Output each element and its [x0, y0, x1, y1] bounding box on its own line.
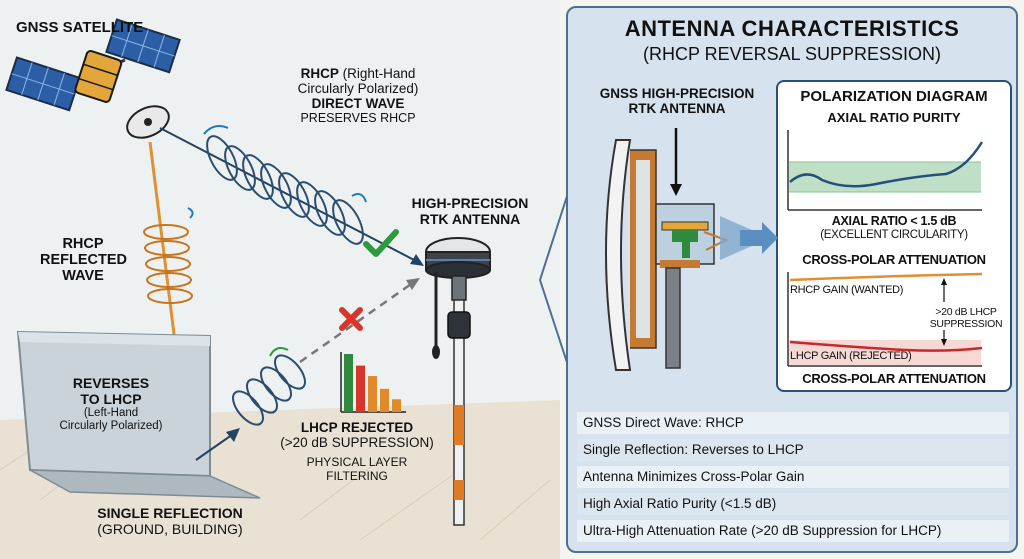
rhcp-gain-curve: [789, 272, 983, 282]
antenna-line-2: RTK ANTENNA: [419, 210, 521, 227]
inset-arrow: [740, 222, 778, 254]
lhcp-rejected-label: LHCP REJECTED (>20 dB SUPPRESSION) PHYSI…: [272, 420, 442, 483]
axial-title: AXIAL RATIO PURITY: [827, 110, 961, 125]
single-reflection-title: SINGLE REFLECTION: [97, 505, 243, 521]
lhcp-rejected-sub: (>20 dB SUPPRESSION): [280, 435, 434, 451]
rhcp-label: RHCP: [300, 66, 339, 81]
summary-row: Ultra-High Attenuation Rate (>20 dB Supp…: [577, 520, 1009, 542]
lhcp-rejected-title: LHCP REJECTED: [300, 420, 414, 435]
rhcp-direct-spiral: [203, 125, 367, 245]
reflector-surface: [16, 330, 261, 499]
satellite-label: GNSS SATELLITE: [16, 19, 144, 36]
antenna-label: HIGH-PRECISION RTK ANTENNA: [400, 195, 540, 227]
axial-ratio-plot: [787, 130, 984, 211]
summary-row-value: (>20 dB Suppression for LHCP): [747, 523, 942, 538]
suppression-bar: [344, 354, 353, 412]
panel-subtitle: (RHCP REVERSAL SUPPRESSION): [642, 44, 942, 64]
suppression-line-1: >20 dB LHCP: [935, 306, 997, 318]
rhcp-full-1: (Right-Hand: [342, 66, 416, 81]
cross-polar-title: CROSS-POLAR ATTENUATION: [802, 252, 986, 267]
axial-value: AXIAL RATIO < 1.5 dB: [831, 214, 957, 228]
cross-polar-footer: CROSS-POLAR ATTENUATION: [802, 371, 986, 386]
single-reflection-label: SINGLE REFLECTION (GROUND, BUILDING): [70, 505, 270, 537]
summary-row-key: GNSS Direct Wave: [583, 415, 699, 430]
panel-antenna-line-1: GNSS HIGH-PRECISION: [599, 86, 755, 101]
cross-icon: [339, 307, 363, 331]
suppression-bar: [380, 388, 389, 412]
cross-polar-plot: [787, 272, 983, 367]
suppression-bars: [340, 352, 406, 413]
rhcp-gain-label: RHCP GAIN (WANTED): [790, 284, 904, 296]
rtk-antenna-icon: [425, 237, 491, 526]
scene-illustration: [0, 18, 560, 559]
suppression-bar: [368, 376, 377, 412]
reflected-wave-label: RHCP REFLECTED WAVE: [40, 236, 127, 285]
reverses-line-4: Circularly Polarized): [59, 420, 163, 433]
summary-row-key: Single Reflection: [583, 442, 685, 457]
zoom-pointer: [538, 161, 579, 397]
direct-wave-path: [159, 127, 419, 263]
summary-row-value: : Reverses to LHCP: [684, 442, 804, 457]
summary-row-key: Ultra-High Attenuation Rate: [583, 523, 748, 538]
axial-note: (EXCELLENT CIRCULARITY): [820, 229, 968, 241]
reverses-label: REVERSES TO LHCP (Left-Hand Circularly P…: [46, 375, 176, 433]
panel-antenna-label: GNSS HIGH-PRECISION RTK ANTENNA: [592, 86, 762, 116]
lhcp-gain-curve: [789, 340, 983, 352]
summary-row-value: : RHCP: [698, 415, 744, 430]
direct-wave-label: RHCP (Right-Hand Circularly Polarized) D…: [258, 66, 458, 125]
summary-row: Single Reflection: Reverses to LHCP: [577, 439, 1009, 461]
summary-row-key: Antenna Minimizes Cross-Polar Gain: [583, 469, 805, 484]
reflected-line-1: RHCP: [62, 236, 104, 252]
rhcp-reflected-spiral: [143, 207, 194, 304]
filter-line-2: FILTERING: [326, 468, 388, 483]
suppression-bar: [392, 399, 401, 412]
reflected-line-3: WAVE: [62, 268, 104, 285]
satellite-icon: [5, 18, 181, 139]
rhcp-full-2: Circularly Polarized): [297, 81, 419, 97]
antenna-line-1: HIGH-PRECISION: [411, 195, 529, 211]
scene: GNSS SATELLITE RHCP (Right-Hand Circular…: [0, 18, 560, 559]
summary-row-value: (<1.5 dB): [716, 496, 777, 511]
direct-wave-title: DIRECT WAVE: [311, 96, 405, 112]
check-icon: [363, 229, 399, 257]
direct-wave-note: PRESERVES RHCP: [300, 111, 416, 126]
lhcp-spiral: [232, 347, 306, 426]
reverses-line-1: REVERSES: [72, 375, 150, 391]
antenna-cross-section: [605, 128, 770, 371]
reflected-line-2: REFLECTED: [40, 252, 127, 269]
reverses-line-2: TO LHCP: [80, 390, 142, 407]
summary-row: High Axial Ratio Purity (<1.5 dB): [577, 493, 1009, 515]
reverses-line-3: (Left-Hand: [83, 407, 139, 420]
suppression-label: >20 dB LHCP SUPPRESSION: [920, 306, 1012, 330]
inset-title: POLARIZATION DIAGRAM: [800, 88, 988, 105]
summary-row-key: High Axial Ratio Purity: [583, 496, 717, 511]
summary-row: GNSS Direct Wave: RHCP: [577, 412, 1009, 434]
axial-ratio-curve: [789, 141, 984, 188]
single-reflection-sub: (GROUND, BUILDING): [97, 520, 243, 537]
filter-line-1: PHYSICAL LAYER: [306, 455, 408, 470]
summary-row: Antenna Minimizes Cross-Polar Gain: [577, 466, 1009, 488]
rejected-path: [299, 280, 415, 364]
lhcp-gain-label: LHCP GAIN (REJECTED): [790, 350, 912, 362]
suppression-line-2: SUPPRESSION: [929, 318, 1003, 331]
suppression-bar: [356, 365, 365, 412]
panel-antenna-line-2: RTK ANTENNA: [628, 101, 726, 117]
panel-title: ANTENNA CHARACTERISTICS: [624, 16, 960, 41]
